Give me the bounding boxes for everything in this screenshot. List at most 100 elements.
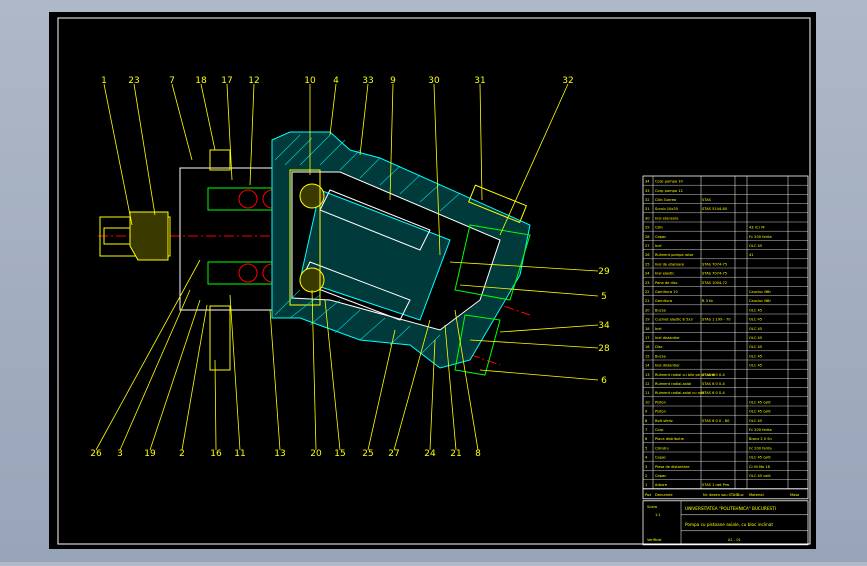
parts-list-cell: Bucsa [655, 354, 666, 358]
parts-list-cell: Piston [655, 410, 666, 414]
parts-list-cell: Inel [655, 327, 662, 331]
parts-list-cell: 21 [645, 299, 650, 303]
parts-list-cell: STAS 7074-75 [702, 262, 727, 266]
parts-list-cell: Bronz 2 0 Sn [749, 437, 772, 441]
parts-list-cell: 10 [645, 400, 650, 404]
parts-list-cell: Bucsa [655, 308, 666, 312]
parts-list-cell: Cuzinet elastic 8 5x3 [655, 318, 693, 322]
parts-list-cell: STAS 7074-75 [702, 272, 727, 276]
hatch-lines [274, 134, 461, 356]
parts-list-cell: Cauciuc NBr [749, 299, 772, 303]
parts-list-cell: 19 [645, 318, 650, 322]
callout-label: 2 [179, 449, 185, 459]
parts-list-cell: 2 [645, 474, 647, 478]
parts-list-cell: 1 [645, 483, 647, 487]
parts-list-cell: 7 [645, 428, 647, 432]
parts-list-cell: OLC 45 [749, 364, 762, 368]
callout-label: 13 [274, 449, 285, 459]
parts-list-cell: Surub 10x35 [655, 207, 678, 211]
parts-list-cell: STAS 1 rad Prw [702, 483, 729, 487]
parts-list-cell: 27 [645, 244, 650, 248]
piston-upper [319, 189, 431, 251]
shaft-tip [103, 227, 131, 245]
parts-list-cell: Cilin Gorrea [655, 198, 676, 202]
signature-label: Verificat [647, 538, 662, 542]
callout-label: 10 [304, 76, 316, 86]
end-cover [454, 314, 501, 376]
callout-label: 31 [474, 76, 485, 86]
parts-list-cell: Rulment radial-axial [655, 382, 691, 386]
parts-list-cell: Piston [655, 400, 666, 404]
parts-list-cell: Placa distributie [655, 437, 685, 441]
parts-list-cell: STAS 5144-80 [702, 207, 728, 211]
callout-label: 5 [601, 292, 607, 302]
scale-label: Scara [647, 505, 657, 509]
flange-upper [209, 149, 231, 171]
parts-list-cell: 31 [645, 207, 650, 211]
parts-list-cell: 4 [645, 456, 648, 460]
callout-label: 3 [117, 449, 123, 459]
callout-label: 6 [601, 376, 607, 386]
parts-list-cell: 43 rCr M [749, 226, 764, 230]
drawing-frame-outer [57, 17, 811, 545]
parts-list-cell: 11 [645, 391, 650, 395]
callout-label: 24 [424, 449, 436, 459]
parts-list-cell: Fc 200 ferita [749, 446, 772, 450]
parts-list-cell: 24 [645, 272, 650, 276]
parts-list-cell: Inel etansare [655, 216, 679, 220]
parts-list-cell: 22 [645, 290, 650, 294]
parts-list-cell: Cilindru [655, 446, 669, 450]
callout-label: 29 [598, 267, 610, 277]
callout-label: 28 [598, 344, 610, 354]
parts-list-cell: 6 [645, 437, 648, 441]
parts-list-cell: Corp pompa 10 [655, 180, 684, 184]
parts-list-header-cell: Denumire [655, 493, 673, 497]
parts-list-header-cell: Nr. desen sau STAS [703, 493, 738, 497]
parts-list-cell: 29 [645, 226, 650, 230]
parts-list-cell: OLC 45 calit [749, 410, 771, 414]
parts-list-cell: OLC 45 calit [749, 474, 771, 478]
callout-label: 8 [475, 449, 481, 459]
callout-label: 34 [598, 321, 610, 331]
callout-label: 26 [90, 449, 102, 459]
parts-list-cell: 28 [645, 235, 650, 239]
parts-list-cell: Garnitura 10 [655, 290, 678, 294]
parts-list-cell: 18 [645, 327, 650, 331]
parts-list-cell: Fc 200 ferita [749, 235, 772, 239]
parts-list-cell: STAS 6 0 0 - 80 [702, 419, 730, 423]
title-block [642, 500, 809, 546]
parts-list-cell: 14 [645, 364, 650, 368]
cylinder-block [299, 189, 451, 321]
parts-list-cell: OLC 45 [749, 345, 762, 349]
piston-ball-head [299, 183, 325, 209]
parts-list-cell: Pana de disc [655, 281, 678, 285]
parts-list-cell: 12 [645, 382, 650, 386]
parts-list-cell: Capac [655, 235, 666, 239]
parts-list-cell: Corp [655, 428, 664, 432]
parts-list-cell: Cr Ni Mo 18 [749, 465, 771, 469]
parts-list-header [642, 488, 809, 500]
callout-label: 33 [362, 76, 373, 86]
callout-label: 21 [450, 449, 461, 459]
parts-list-cell: Capac [655, 474, 666, 478]
callout-label: 19 [144, 449, 156, 459]
parts-list-cell: OLC 45 [749, 308, 762, 312]
parts-list-cell: OLC 45 [749, 354, 762, 358]
parts-list-cell: Inel [655, 244, 662, 248]
parts-list-cell: 32 [645, 198, 650, 202]
parts-list-cell: 9 [645, 410, 648, 414]
parts-list-cell: STAS 6 0 0-4 [702, 391, 726, 395]
parts-list-cell: Capac [655, 456, 666, 460]
parts-list-cell: OLC 45 [749, 318, 762, 322]
parts-list-cell: Disc [655, 345, 663, 349]
port-plate [454, 224, 531, 301]
flange-lower [209, 305, 231, 371]
parts-list-cell: 16 [645, 345, 650, 349]
parts-list-cell: Garnitura [655, 299, 672, 303]
parts-list-header-cell: Buc [737, 493, 744, 497]
sheet-number: A1 - 01 [728, 538, 741, 542]
parts-list-cell: Arbore [655, 483, 668, 487]
